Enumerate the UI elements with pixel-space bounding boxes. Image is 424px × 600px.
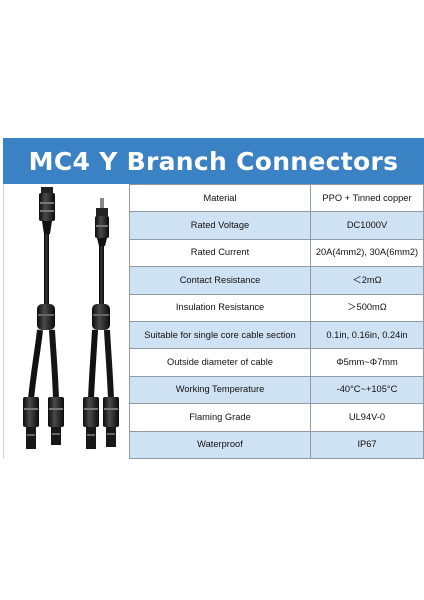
spec-row: Waterproof IP67 — [129, 430, 424, 460]
spec-label: Suitable for single core cable section — [129, 320, 311, 350]
spec-label: Working Temperature — [129, 375, 311, 405]
product-image — [3, 184, 129, 459]
spec-value: Φ5mm~Φ7mm — [310, 348, 424, 377]
spec-table: Material PPO + Tinned copper Rated Volta… — [129, 183, 424, 460]
spec-label: Outside diameter of cable — [129, 348, 311, 377]
spec-row: Material PPO + Tinned copper — [129, 183, 424, 213]
spec-label: Material — [129, 183, 311, 213]
spec-label: Rated Voltage — [129, 211, 311, 240]
left-y-connector — [23, 187, 64, 449]
spec-label: Insulation Resistance — [129, 293, 311, 322]
spec-row: Outside diameter of cable Φ5mm~Φ7mm — [129, 348, 424, 377]
spec-label: Flaming Grade — [129, 403, 311, 432]
spec-label: Rated Current — [129, 238, 311, 268]
spec-label: Waterproof — [129, 430, 311, 460]
spec-row: Suitable for single core cable section 0… — [129, 320, 424, 350]
spec-row: Rated Voltage DC1000V — [129, 211, 424, 240]
spec-value: -40°C~+105°C — [310, 375, 424, 405]
spec-value: ＜2mΩ — [310, 266, 424, 295]
spec-row: Insulation Resistance ＞500mΩ — [129, 293, 424, 322]
spec-label: Contact Resistance — [129, 266, 311, 295]
spec-value: DC1000V — [310, 211, 424, 240]
page-title: MC4 Y Branch Connectors — [3, 138, 424, 184]
spec-value: ＞500mΩ — [310, 293, 424, 322]
spec-row: Working Temperature -40°C~+105°C — [129, 375, 424, 405]
spec-value: 0.1in, 0.16in, 0.24in — [310, 320, 424, 350]
spec-row: Rated Current 20A(4mm2), 30A(6mm2) — [129, 238, 424, 268]
spec-value: 20A(4mm2), 30A(6mm2) — [310, 238, 424, 268]
spec-row: Contact Resistance ＜2mΩ — [129, 266, 424, 295]
right-y-connector — [83, 198, 119, 449]
spec-value: IP67 — [310, 430, 424, 460]
y-branch-connector-photo — [23, 187, 119, 449]
spec-card: MC4 Y Branch Connectors — [3, 138, 424, 460]
spec-value: PPO + Tinned copper — [310, 183, 424, 213]
spec-value: UL94V-0 — [310, 403, 424, 432]
spec-row: Flaming Grade UL94V-0 — [129, 403, 424, 432]
